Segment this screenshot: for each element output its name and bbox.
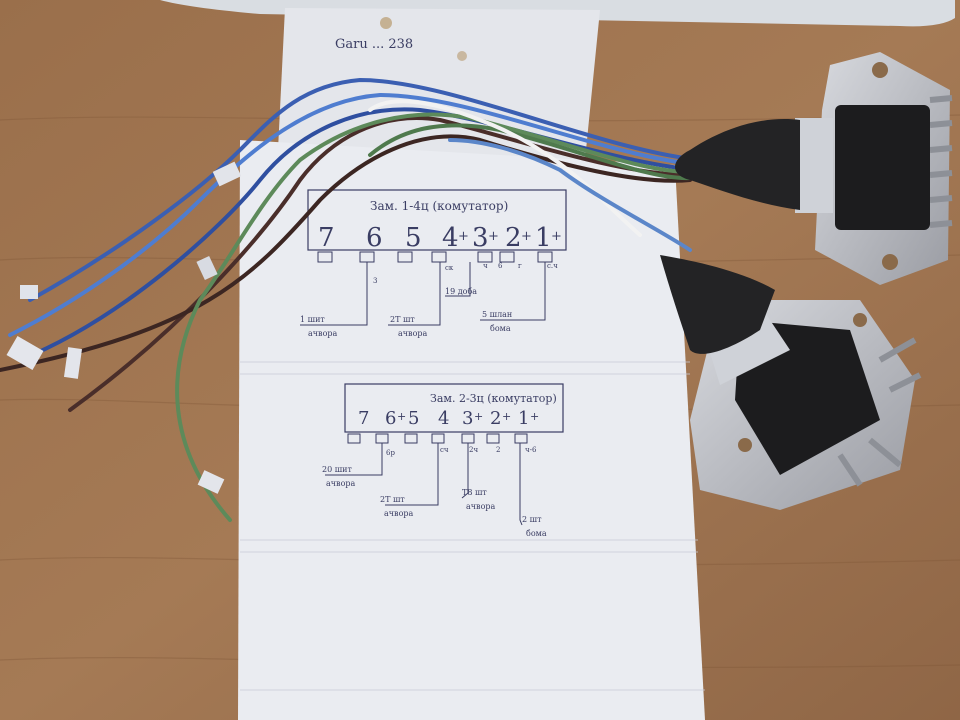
diagram-1-small-label: г (518, 262, 522, 270)
diagram-1-pin-mark: + (551, 229, 562, 244)
diagram-1-pin-6: 6 (366, 223, 383, 253)
diagram-2-pin-7: 7 (358, 408, 369, 429)
diagram-1-small-label: 3 (373, 277, 377, 285)
diagram-1-pin-mark: + (521, 229, 532, 244)
main-paper-sheet (238, 140, 705, 720)
diagram-2-pin-mark: + (530, 410, 539, 423)
diagram-1-small-label: 6 (498, 262, 503, 270)
diagram-1-title: Зам. 1-4ц (комутатор) (370, 199, 508, 213)
diagram-2-note: Т8 шт (462, 488, 487, 497)
diagram-1-pin-1: 1 (535, 223, 552, 253)
diagram-2-note-sub: ачвора (466, 502, 496, 511)
diagram-2-note: 20 шит (322, 465, 352, 474)
diagram-1-note: 5 шлан (482, 310, 512, 319)
scribble-text: Garu ... 238 (335, 37, 413, 52)
diagram-2-small-label: сч (440, 446, 449, 454)
diagram-1-pin-mark: + (458, 229, 469, 244)
diagram-2-pin-6: 6 (385, 408, 396, 429)
diagram-1-pin-7: 7 (318, 223, 335, 253)
diagram-1-small-label: ч (483, 262, 488, 270)
diagram-1-note-sub: ачвора (308, 329, 338, 338)
diagram-2-notes: 20 шит ачвора 2Т шт ачвора Т8 шт ачвора 2 шт бо… (322, 465, 547, 538)
diagram-2-pin-2: 2 (490, 408, 501, 429)
diagram-2-pin-mark: + (502, 410, 511, 423)
diagram-1-note: 19 доба (445, 287, 477, 296)
diagram-2-small-label: 2ч (469, 446, 478, 454)
diagram-2-note-sub: ачвора (384, 509, 414, 518)
ignition-module-lower (660, 255, 922, 510)
diagram-2-note: 2Т шт (380, 495, 405, 504)
diagram-2-title: Зам. 2-3ц (комутатор) (430, 392, 557, 405)
diagram-2-small-label: 6р (386, 449, 395, 457)
diagram-2-pin-4: 4 (438, 408, 449, 429)
diagram-1-note-sub: ачвора (398, 329, 428, 338)
diagram-1-pin-4: 4 (442, 223, 459, 253)
diagram-1-small-label: ск (445, 264, 454, 272)
diagram-2-small-label: ч-6 (525, 446, 537, 454)
wire-tape-labels (6, 161, 242, 494)
diagram-1-note: 2Т шт (390, 315, 415, 324)
diagram-2-note-sub: бома (526, 529, 547, 538)
paper-ruling (240, 361, 705, 691)
diagram-1-small-label: с.ч (547, 262, 558, 270)
diagram-1-box (307, 189, 567, 251)
diagram-2-box (344, 383, 564, 433)
diagram-2-pin-1: 1 (518, 408, 529, 429)
diagram-2-note: 2 шт (522, 515, 542, 524)
diagram-1-pin-2: 2 (505, 223, 522, 253)
diagram-1-pin-3: 3 (472, 223, 489, 253)
diagram-1-note-sub: бома (490, 324, 511, 333)
diagram-2-pin-mark: + (474, 410, 483, 423)
diagram-1-pin-mark: + (488, 229, 499, 244)
diagram-1-notes: 1 шит ачвора 2Т шт ачвора 19 доба 5 шлан бома (300, 287, 512, 338)
diagram-2-small-label: 2 (496, 446, 500, 454)
diagram-1-note: 1 шит (300, 315, 325, 324)
diagram-1-pin-5: 5 (405, 223, 422, 253)
diagram-2-pin-3: 3 (462, 408, 473, 429)
diagram-2-note-sub: ачвора (326, 479, 356, 488)
diagram-2-pin-5: 5 (408, 408, 419, 429)
diagram-2-pin-mark: + (397, 410, 406, 423)
wire-harness (0, 77, 702, 522)
ignition-module-upper (675, 52, 953, 285)
